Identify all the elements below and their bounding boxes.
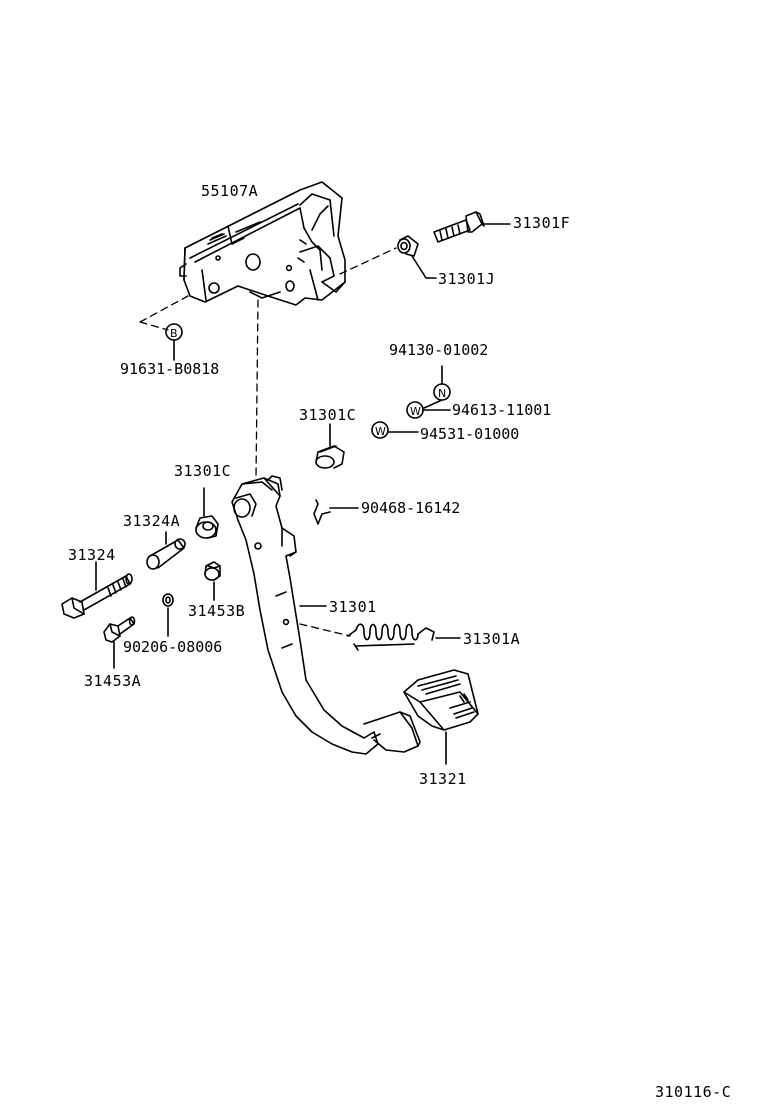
label-31321: 31321 [419,770,467,788]
label-31301j: 31301J [438,270,496,288]
figure-code: 310116-C [655,1083,732,1101]
label-90468-16142: 90468-16142 [361,499,461,517]
symbol-n-group [423,365,451,409]
label-31453a: 31453A [84,672,142,690]
leader-31301j [411,255,437,279]
label-31301c-upper: 31301C [299,406,357,424]
symbol-w-lower-group [371,421,419,439]
bolt-31301f [433,211,485,243]
label-31324a: 31324A [123,512,181,530]
symbol-b-letter: B [170,327,179,340]
clutch-pedal-arm [231,475,421,755]
bolt-31453a [103,616,136,643]
symbol-b [165,323,183,361]
symbol-w-upper-letter: W [410,405,422,418]
symbol-n-letter: N [438,387,447,400]
label-31453b: 31453B [188,602,246,620]
label-31301a: 31301A [463,630,521,648]
nut-31453b [204,561,221,581]
label-94613-11001: 94613-11001 [452,401,552,419]
clip-90468 [313,499,331,525]
label-31301c-left: 31301C [174,462,232,480]
label-31324: 31324 [68,546,116,564]
collar-31301j [397,235,419,257]
return-spring-31301a [347,623,435,651]
bushing-31301c-left [195,515,219,539]
symbol-w-lower-letter: W [375,425,387,438]
label-94531-01000: 94531-01000 [420,425,520,443]
label-31301: 31301 [329,598,377,616]
pedal-pad-31321 [403,669,479,731]
label-91631-b0818: 91631-B0818 [120,360,220,378]
symbol-w-upper-group [406,401,451,419]
washer-90206 [162,593,174,607]
pedal-support-bracket [179,181,346,306]
label-55107a: 55107A [201,182,259,200]
label-31301f: 31301F [513,214,571,232]
bolt-31324 [61,573,133,619]
label-94130-01002: 94130-01002 [389,341,489,359]
label-90206-08006: 90206-08006 [123,638,223,656]
bushing-31301c-upper [315,445,345,469]
alignment-dashed-lines [139,247,397,637]
collar-31324a [146,538,186,570]
